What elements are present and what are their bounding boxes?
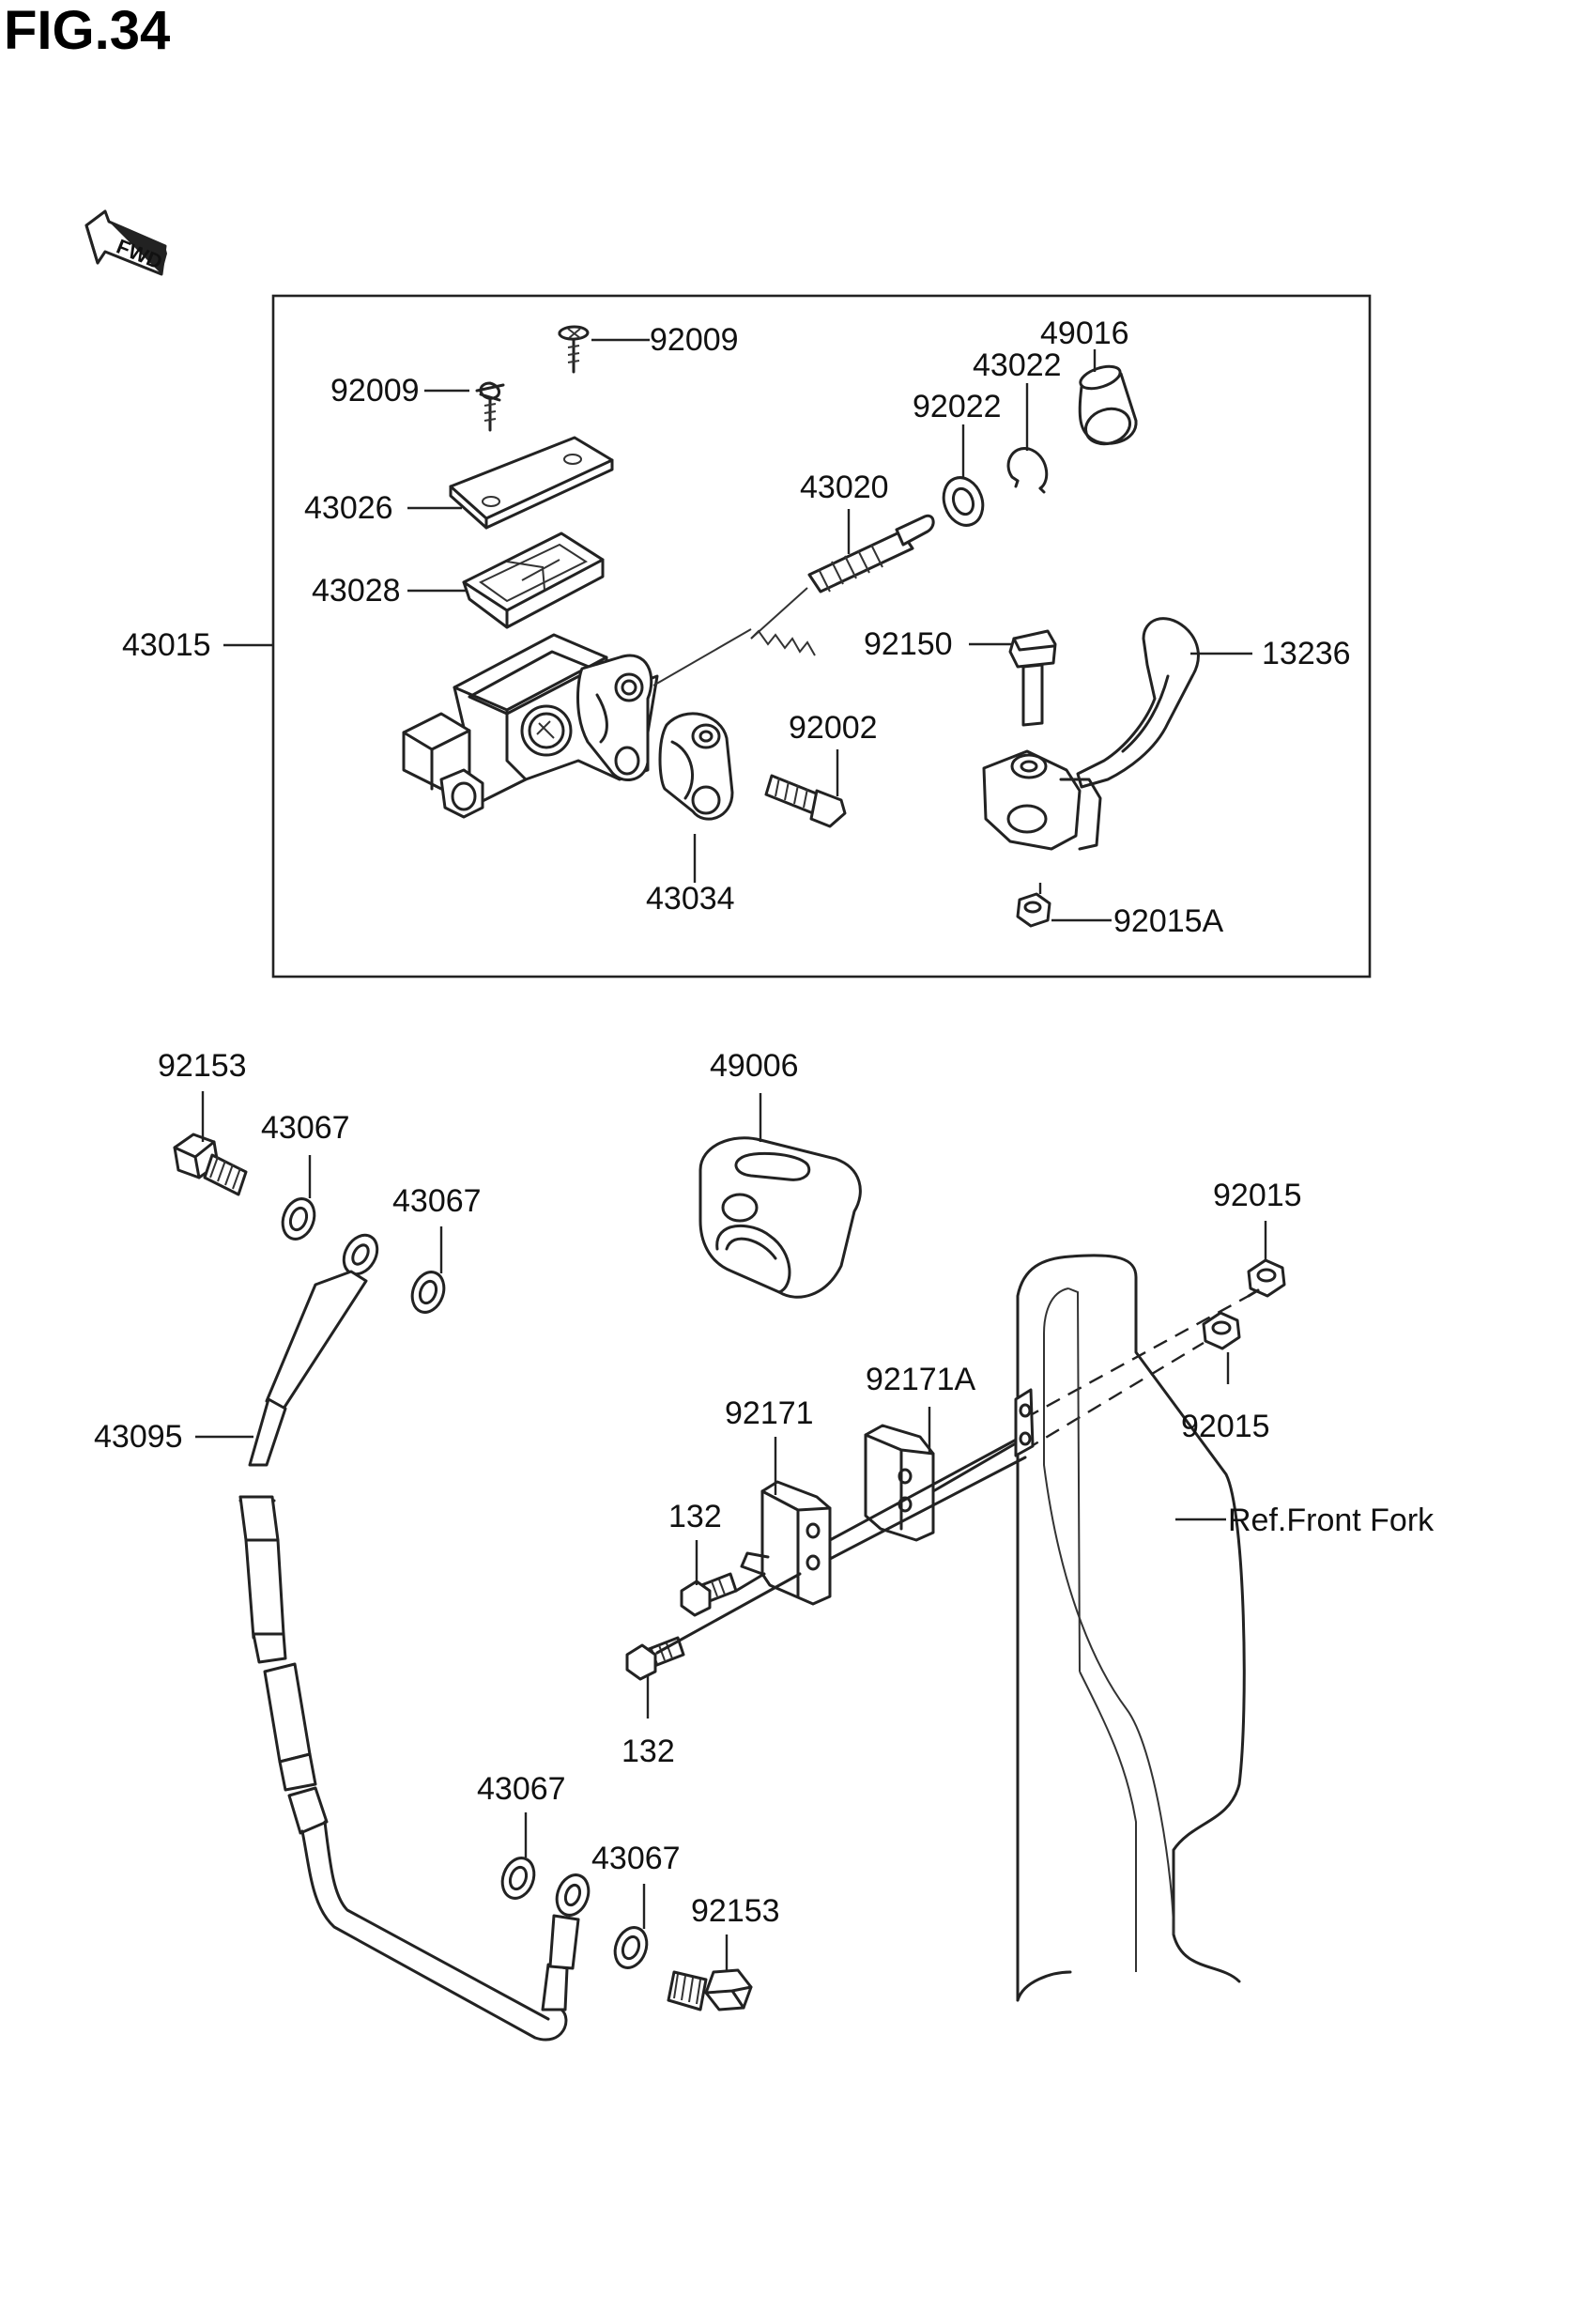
nut-92015-upper (1247, 1258, 1286, 1298)
piston-43020 (652, 514, 935, 686)
bolt-132-upper (680, 1572, 738, 1617)
reservoir-cap-43026 (449, 436, 614, 530)
washer-43067-a (281, 1197, 316, 1241)
label-43026: 43026 (304, 490, 393, 526)
label-92009-left: 92009 (330, 373, 420, 408)
assembly-box (271, 294, 1372, 979)
master-cylinder-body-43015 (402, 633, 659, 819)
holder-43034 (658, 712, 734, 821)
label-43028: 43028 (312, 573, 401, 609)
washer-92022 (942, 476, 985, 527)
nut-92015-lower (1202, 1311, 1241, 1350)
label-49006: 49006 (710, 1048, 799, 1084)
label-43020: 43020 (800, 470, 889, 505)
label-43067-d: 43067 (591, 1841, 681, 1876)
label-43067-a: 43067 (261, 1110, 350, 1146)
label-43022: 43022 (973, 347, 1062, 383)
leader-lines (195, 338, 1267, 1972)
label-49016: 49016 (1040, 316, 1129, 351)
label-92171A: 92171A (866, 1362, 976, 1397)
label-43034: 43034 (646, 881, 735, 917)
label-92015A: 92015A (1113, 903, 1224, 939)
banjo-bolt-92153-top (173, 1133, 248, 1196)
label-92153-bottom: 92153 (691, 1893, 780, 1929)
label-92009-right: 92009 (650, 322, 739, 358)
label-43067-c: 43067 (477, 1771, 566, 1807)
label-132-lower: 132 (622, 1734, 675, 1769)
label-92171: 92171 (725, 1395, 814, 1431)
label-92150: 92150 (864, 626, 953, 662)
label-92015-upper: 92015 (1213, 1178, 1302, 1213)
circlip-43022 (1006, 447, 1049, 494)
bracket-92171 (740, 1480, 832, 1606)
bolt-92150 (1008, 629, 1057, 727)
brake-hose-43095 (238, 1233, 591, 2042)
figure-title: FIG.34 (4, 0, 171, 61)
fwd-arrow-icon: FWD (84, 209, 167, 276)
washer-43067-c (500, 1857, 536, 1900)
label-43067-b: 43067 (392, 1183, 482, 1219)
label-92002: 92002 (789, 710, 878, 746)
washer-43067-d (613, 1926, 649, 1969)
label-43095: 43095 (94, 1419, 183, 1455)
label-92015-lower: 92015 (1181, 1409, 1270, 1444)
bolt-92002 (764, 774, 847, 828)
label-13236: 13236 (1262, 636, 1351, 671)
label-92022: 92022 (913, 389, 1002, 424)
diaphragm-43028 (462, 532, 605, 629)
nut-92015A (1016, 892, 1051, 928)
label-43015: 43015 (122, 627, 211, 663)
switch-49006 (698, 1136, 862, 1299)
lever-13236 (982, 617, 1200, 851)
screw-92009-right (558, 325, 590, 374)
screw-92009-left (475, 381, 505, 432)
label-ref-front-fork: Ref.Front Fork (1228, 1503, 1435, 1538)
boot-49016 (1078, 364, 1138, 446)
label-132-upper: 132 (668, 1499, 722, 1534)
front-fork-reference (1014, 1254, 1246, 2002)
washer-43067-b (410, 1271, 446, 1314)
banjo-bolt-92153-bottom (667, 1968, 753, 2011)
label-92153-top: 92153 (158, 1048, 247, 1084)
